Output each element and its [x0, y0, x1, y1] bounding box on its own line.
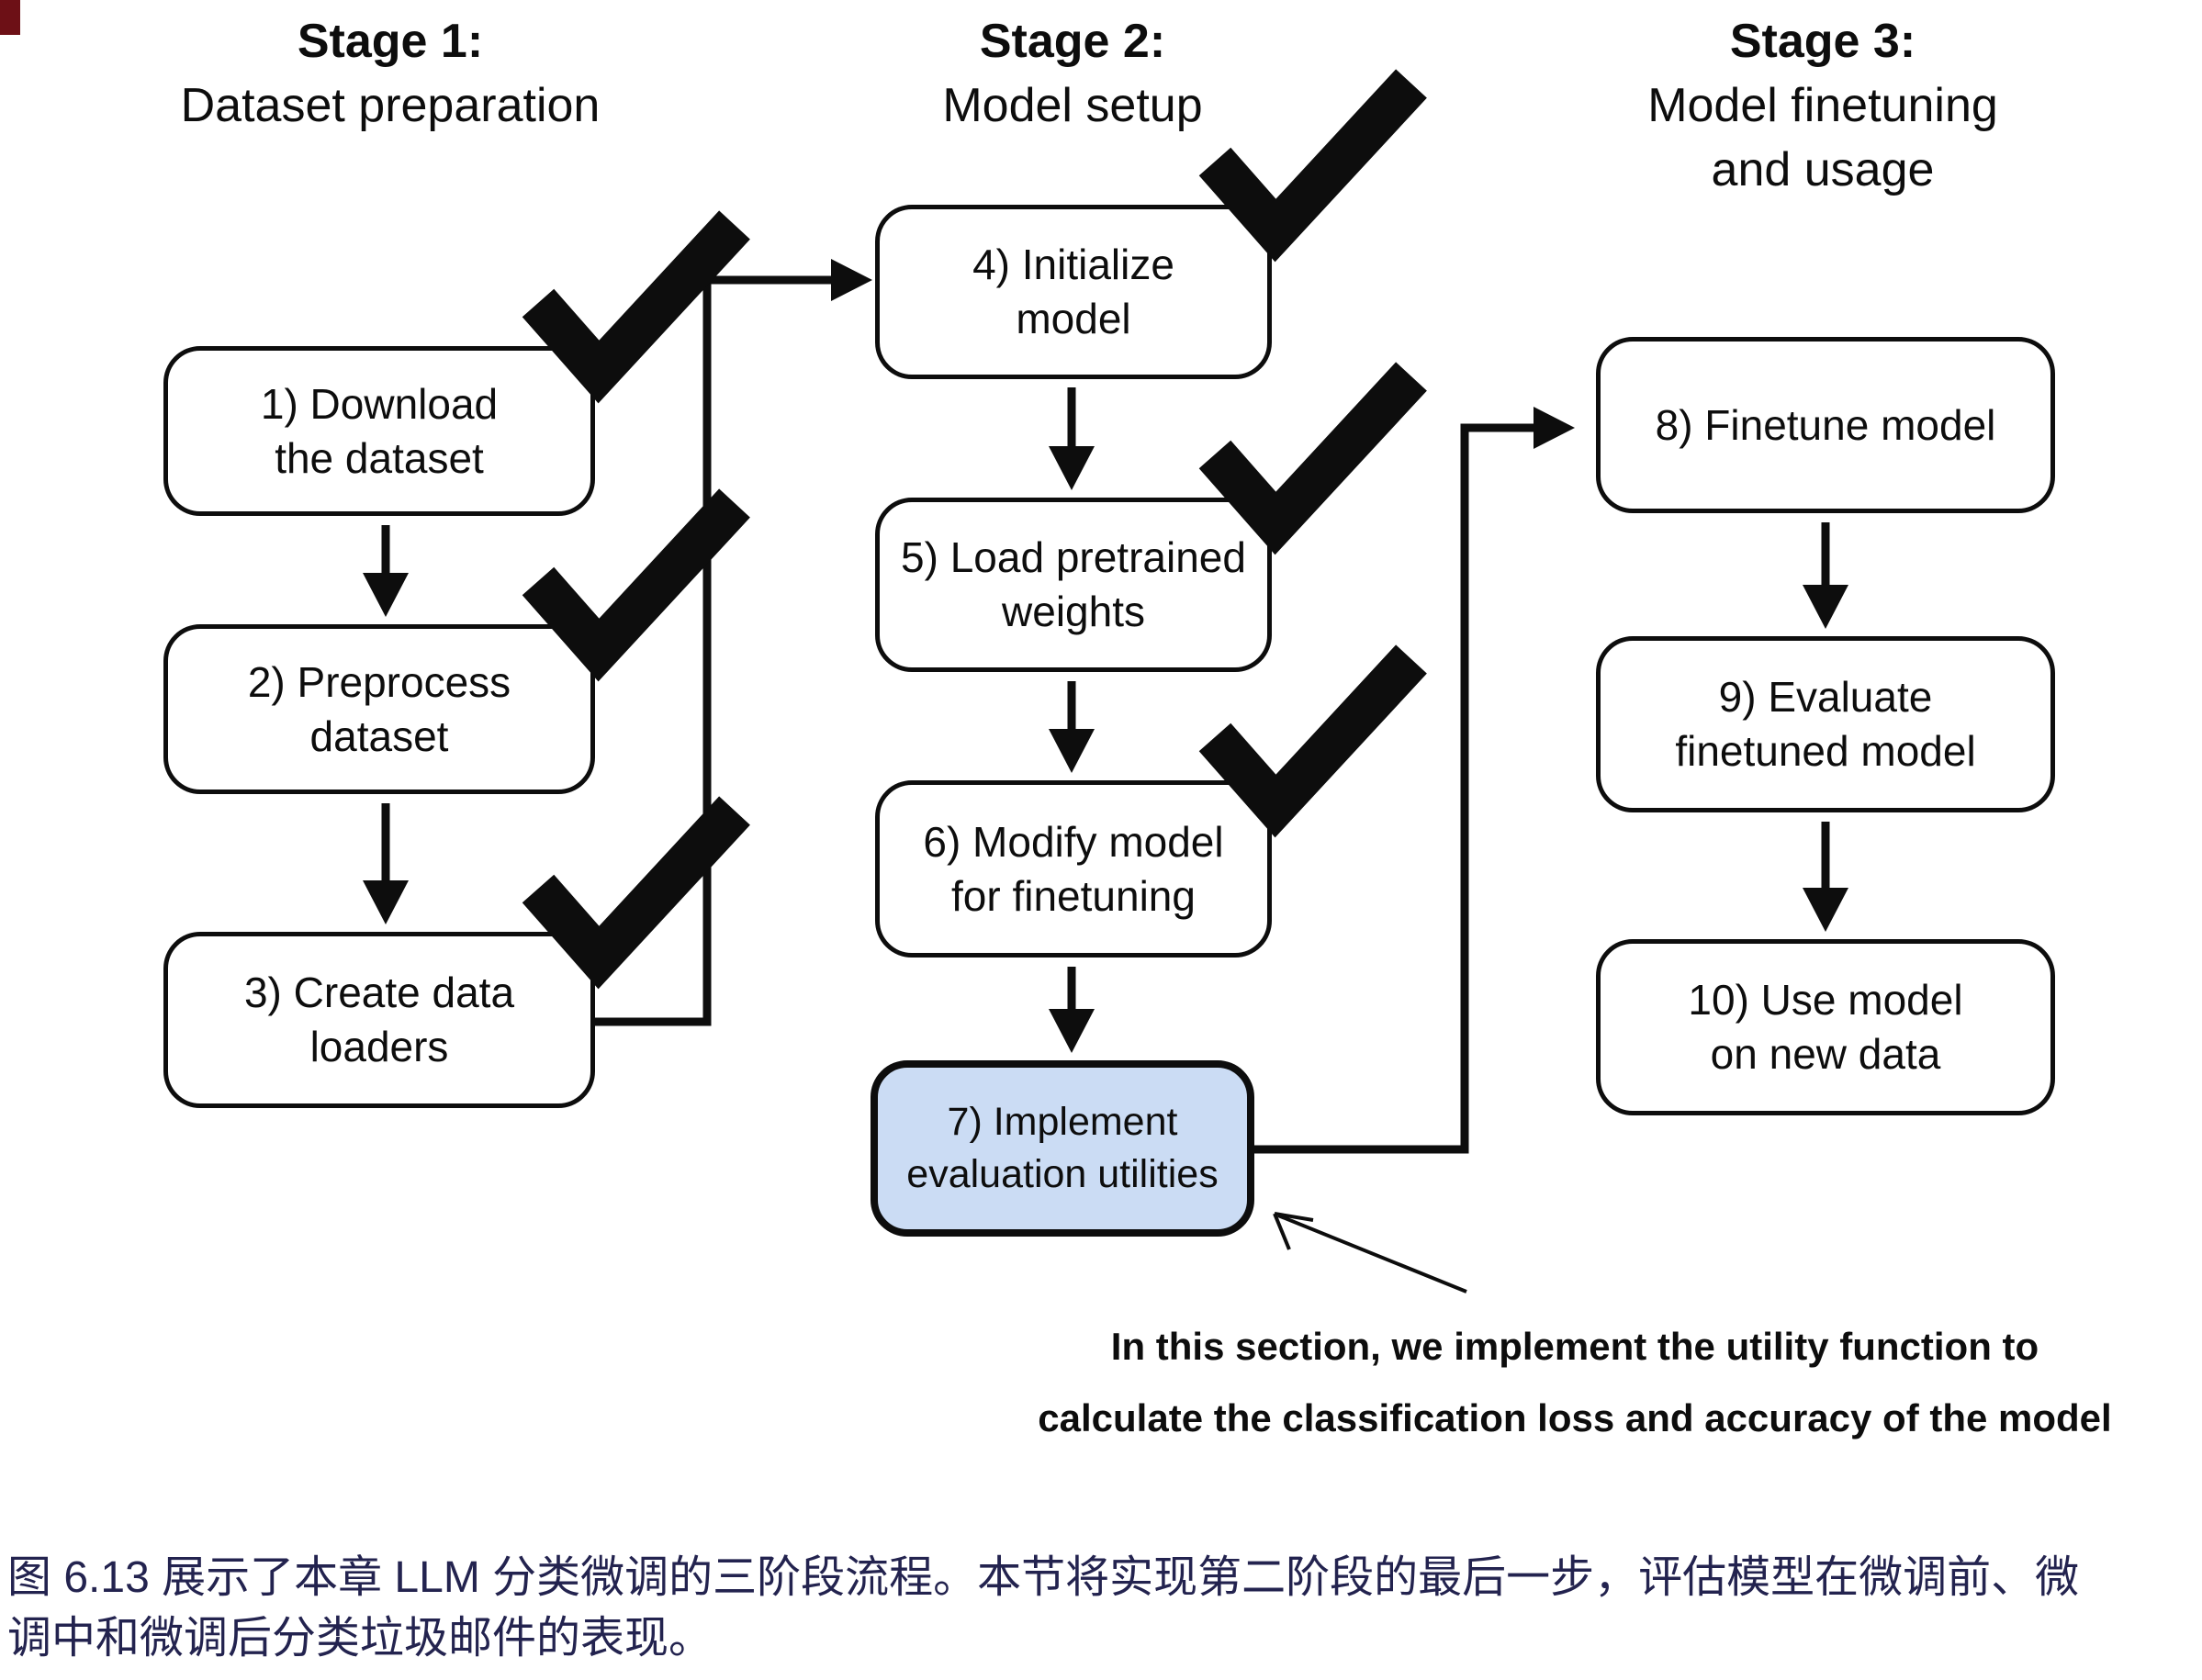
- stage-2-subtitle: Model setup: [942, 79, 1203, 132]
- step-box-3-create-data-loaders: 3) Create data loaders: [163, 932, 595, 1108]
- caption-line2: 调中和微调后分类垃圾邮件的表现。: [7, 1614, 713, 1663]
- step-8-label-line1: 8) Finetune model: [1655, 400, 1996, 449]
- step-6-label-line1: 6) Modify model: [923, 817, 1224, 866]
- step-4-label-line2: model: [1016, 295, 1131, 342]
- step-3-label-line2: loaders: [309, 1023, 449, 1070]
- arrow-down-icon: [363, 803, 409, 924]
- step-box-6-modify-model: 6) Modify model for finetuning: [875, 780, 1272, 958]
- stage-1-header: Stage 1: Dataset preparation: [115, 9, 666, 138]
- step-7-label-line2: evaluation utilities: [906, 1152, 1219, 1196]
- step-box-7-implement-evaluation-utilities-highlighted: 7) Implement evaluation utilities: [871, 1060, 1254, 1237]
- step-box-2-preprocess-dataset: 2) Preprocess dataset: [163, 624, 595, 794]
- step-1-label-line1: 1) Download: [260, 379, 499, 428]
- caption-line1: 图 6.13 展示了本章 LLM 分类微调的三阶段流程。本节将实现第二阶段的最后…: [7, 1553, 2080, 1602]
- step-box-5-load-pretrained-weights: 5) Load pretrained weights: [875, 498, 1272, 672]
- stage-1-subtitle: Dataset preparation: [180, 79, 601, 132]
- arrow-down-icon: [1803, 522, 1848, 629]
- step-3-label-line1: 3) Create data: [243, 969, 515, 1016]
- step-box-8-finetune-model: 8) Finetune model: [1596, 337, 2055, 513]
- stage-3-title: Stage 3:: [1729, 15, 1916, 68]
- step-box-10-use-model: 10) Use model on new data: [1596, 939, 2055, 1115]
- step-6-label-line2: for finetuning: [951, 871, 1196, 920]
- arrow-down-icon: [1049, 967, 1095, 1053]
- step-4-label-line1: 4) Initialize: [972, 241, 1174, 288]
- step-1-label-line2: the dataset: [275, 433, 484, 482]
- connector-step3-to-step4: [595, 259, 872, 1026]
- step-2-label-line1: 2) Preprocess: [247, 657, 511, 706]
- step-box-9-evaluate-finetuned-model: 9) Evaluate finetuned model: [1596, 636, 2055, 812]
- step-10-label-line1: 10) Use model: [1688, 976, 1963, 1024]
- arrow-down-icon: [1803, 822, 1848, 932]
- step-9-label-line1: 9) Evaluate: [1718, 673, 1933, 721]
- arrow-right-icon: [831, 259, 872, 301]
- step-box-1-download-dataset: 1) Download the dataset: [163, 346, 595, 516]
- figure-caption: 图 6.13 展示了本章 LLM 分类微调的三阶段流程。本节将实现第二阶段的最后…: [7, 1548, 2196, 1669]
- connector-step7-to-step8: [1251, 407, 1575, 1154]
- stage-1-title: Stage 1:: [297, 15, 484, 68]
- annotation-line2: calculate the classification loss and ac…: [1038, 1396, 2112, 1439]
- annotation-arrow-icon: [1273, 1212, 1467, 1294]
- step-5-label-line2: weights: [1002, 588, 1145, 635]
- arrow-down-icon: [1049, 387, 1095, 490]
- step-7-label-line1: 7) Implement: [947, 1100, 1178, 1144]
- stage-3-subtitle: Model finetuning: [1647, 79, 1998, 132]
- step-9-label-line2: finetuned model: [1675, 727, 1976, 775]
- stage-3-header: Stage 3: Model finetuning and usage: [1547, 9, 2098, 202]
- step-box-4-initialize-model: 4) Initialize model: [875, 205, 1272, 379]
- annotation-line1: In this section, we implement the utilit…: [1110, 1325, 2039, 1368]
- step-2-label-line2: dataset: [309, 711, 449, 760]
- stage-2-title: Stage 2:: [979, 15, 1166, 68]
- annotation-text: In this section, we implement the utilit…: [987, 1311, 2163, 1454]
- corner-artifact: [0, 0, 20, 35]
- step-5-label-line1: 5) Load pretrained: [901, 533, 1246, 581]
- arrow-right-icon: [1534, 407, 1575, 449]
- stage-3-subtitle-line2: and usage: [1711, 143, 1935, 196]
- step-10-label-line2: on new data: [1710, 1030, 1941, 1078]
- arrow-down-icon: [1049, 681, 1095, 773]
- arrow-down-icon: [363, 525, 409, 617]
- stage-2-header: Stage 2: Model setup: [797, 9, 1348, 138]
